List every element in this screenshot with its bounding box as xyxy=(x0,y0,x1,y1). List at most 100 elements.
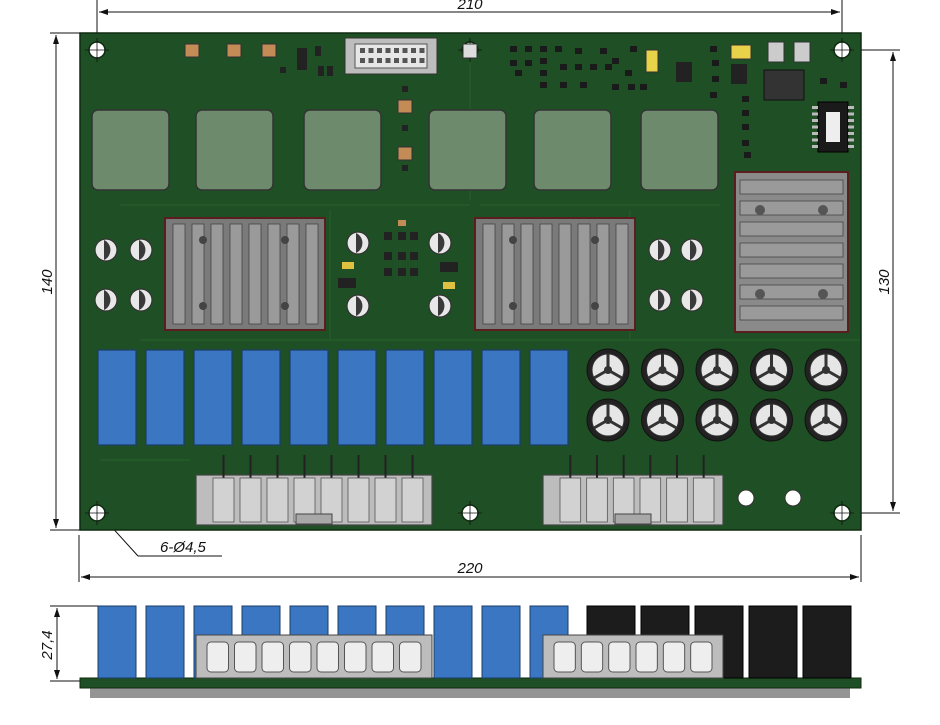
large-capacitor xyxy=(586,348,630,392)
connector-side xyxy=(542,634,724,679)
smd-part xyxy=(540,82,547,88)
smd-part xyxy=(628,84,635,90)
heatsink-fin xyxy=(577,223,591,325)
smd-part xyxy=(560,82,567,88)
header-pin xyxy=(411,48,416,53)
heatsink-fin xyxy=(739,200,844,216)
smd-part xyxy=(640,84,647,90)
smd-part xyxy=(555,46,562,52)
header-pin xyxy=(394,48,399,53)
heatsink-fin xyxy=(739,305,844,321)
header-pin xyxy=(377,48,382,53)
terminal-side xyxy=(608,641,631,673)
smd-part xyxy=(712,76,719,82)
heatsink-fin xyxy=(286,223,300,325)
heatsink-fin xyxy=(229,223,243,325)
terminal-slot xyxy=(666,477,688,523)
small-capacitor xyxy=(94,238,118,262)
ic-pin xyxy=(848,106,854,109)
terminal-side xyxy=(662,641,686,673)
terminal-side xyxy=(206,641,229,673)
smd-scatter xyxy=(510,46,847,158)
terminal-slot xyxy=(586,477,608,523)
large-capacitor xyxy=(641,348,684,392)
screw xyxy=(591,302,599,310)
terminal-side xyxy=(234,641,257,673)
latch xyxy=(614,513,652,525)
smd-part xyxy=(712,60,719,66)
transformer xyxy=(640,109,719,191)
heatsink-fin xyxy=(501,223,515,325)
ic-pin xyxy=(848,145,854,148)
relay-side xyxy=(97,605,137,679)
small-capacitor xyxy=(680,288,704,312)
capacitor-side xyxy=(802,605,852,679)
heatsink-fin xyxy=(739,284,844,300)
terminal-side xyxy=(399,641,422,673)
relay-side xyxy=(433,605,473,679)
smd-part xyxy=(742,96,749,102)
transformer xyxy=(428,109,507,191)
relay xyxy=(385,349,425,446)
heatsink-fin xyxy=(615,223,629,325)
smd-part xyxy=(560,64,567,70)
relay xyxy=(289,349,329,446)
screw xyxy=(509,236,517,244)
terminal-connector xyxy=(195,455,433,526)
transformer xyxy=(91,109,170,191)
relay xyxy=(529,349,569,446)
dimension-bottom xyxy=(78,535,862,582)
terminal-slot xyxy=(266,477,289,523)
relay xyxy=(241,349,281,446)
smd-part xyxy=(840,82,847,88)
header-pin xyxy=(411,58,416,63)
smd-part xyxy=(590,64,597,70)
bottom-parts xyxy=(90,688,850,698)
large-capacitor xyxy=(695,398,739,442)
header-pin xyxy=(385,58,391,63)
mounting-hole xyxy=(85,38,109,62)
large-capacitors xyxy=(586,348,848,442)
large-capacitor xyxy=(750,398,793,442)
relay xyxy=(193,349,233,446)
dim-top-width: 210 xyxy=(456,0,483,13)
heatsink-fin xyxy=(596,223,610,325)
smd-part xyxy=(820,78,827,84)
terminal-side xyxy=(316,641,339,673)
relay xyxy=(145,349,185,446)
small-capacitor xyxy=(94,288,118,312)
connector-side xyxy=(195,634,433,679)
relay-side xyxy=(481,605,521,679)
relay xyxy=(97,349,137,446)
dim-bottom-width: 220 xyxy=(456,560,483,577)
heatsink xyxy=(164,217,326,331)
small-capacitor xyxy=(129,238,153,262)
heatsink-fin xyxy=(739,179,844,195)
ic-pin xyxy=(812,138,818,142)
terminal-slot xyxy=(692,477,715,523)
smd-part xyxy=(612,84,619,90)
header-pin xyxy=(402,58,408,63)
transformer xyxy=(533,109,612,191)
small-capacitor xyxy=(129,288,153,312)
smd-part xyxy=(575,64,582,70)
terminal-slot xyxy=(212,477,235,523)
terminal-side xyxy=(371,641,394,673)
screw xyxy=(591,236,599,244)
dim-left-height: 140 xyxy=(39,269,56,295)
header-pin xyxy=(419,58,425,63)
mounting-hole xyxy=(458,501,482,525)
header-pin xyxy=(368,48,374,53)
pot-components xyxy=(397,86,413,171)
heatsink-fin xyxy=(520,223,534,325)
regulators xyxy=(462,41,811,101)
large-capacitor xyxy=(804,398,848,442)
large-capacitor xyxy=(804,348,848,392)
dimension-left xyxy=(50,32,80,531)
smd-top-left xyxy=(184,43,333,76)
terminal-slot xyxy=(374,477,397,523)
heatsink-fin xyxy=(267,223,281,325)
ribbon-header xyxy=(344,37,438,75)
smd-part xyxy=(540,70,547,76)
